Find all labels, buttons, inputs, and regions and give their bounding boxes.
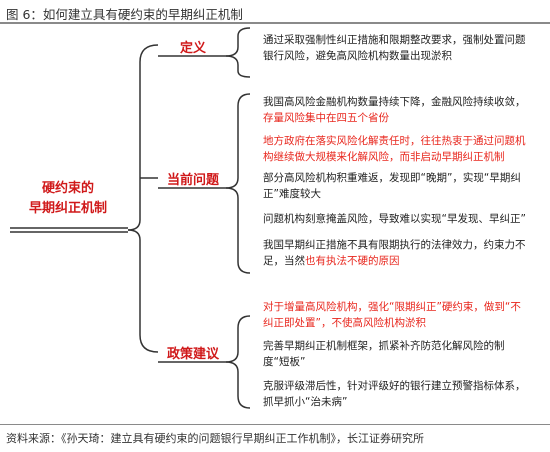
problem-item-5: 我国早期纠正措施不具有限期执行的法律效力，约束力不足，当然也有执法不硬的原因	[263, 237, 527, 269]
policy-item-2-text: 完善早期纠正机制框架，抓紧补齐防范化解风险的制度“短板”	[263, 340, 505, 368]
policy-item-3-text: 克服评级滞后性，针对评级好的银行建立预警指标体系，抓早抓小“治未病”	[263, 380, 526, 408]
category-definition: 定义	[179, 41, 206, 56]
problem-item-3: 部分高风险机构积重难返，发现即“晚期”，实现“早期纠正”难度较大	[263, 170, 527, 202]
source-note: 资料来源：《孙天琦：建立具有硬约束的问题银行早期纠正工作机制》，长江证券研究所	[6, 432, 424, 445]
problem-item-2: 地方政府在落实风险化解责任时，往往热衷于通过问题机构继续做大规模来化解风险，而非…	[263, 133, 527, 165]
definition-item-text: 通过采取强制性纠正措施和限期整改要求，强制处置问题银行风险，避免高风险机构数量出…	[263, 34, 526, 62]
problem-item-3-text: 部分高风险机构积重难返，发现即“晚期”，实现“早期纠正”难度较大	[263, 172, 521, 200]
problem-item-2-text: 地方政府在落实风险化解责任时，往往热衷于通过问题机构继续做大规模来化解风险，而非…	[263, 135, 526, 163]
problem-item-1-text: 我国高风险金融机构数量持续下降，金融风险持续收敛，	[263, 96, 526, 108]
problem-item-5-text: 我国早期纠正措施不具有限期执行的法律效力，约束力不足，当然	[263, 239, 526, 267]
category-policy-suggestions: 政策建议	[166, 347, 219, 362]
figure-title: 图 6：如何建立具有硬约束的早期纠正机制	[6, 7, 243, 22]
problem-item-4-text: 问题机构刻意掩盖风险，导致难以实现“早发现、早纠正”	[263, 213, 526, 225]
problem-item-1: 我国高风险金融机构数量持续下降，金融风险持续收敛， 存量风险集中在四五个省份	[263, 94, 527, 126]
root-line-2: 早期纠正机制	[28, 201, 107, 216]
policy-item-1: 对于增量高风险机构，强化“限期纠正”硬约束，做到“不纠正即处置”，不使高风险机构…	[263, 299, 527, 331]
category-current-problems: 当前问题	[166, 173, 219, 188]
definition-item: 通过采取强制性纠正措施和限期整改要求，强制处置问题银行风险，避免高风险机构数量出…	[263, 32, 527, 64]
policy-item-3: 克服评级滞后性，针对评级好的银行建立预警指标体系，抓早抓小“治未病”	[263, 378, 527, 410]
policy-item-1-text: 对于增量高风险机构，强化“限期纠正”硬约束，做到“不纠正即处置”，不使高风险机构…	[263, 301, 521, 329]
problem-item-1-highlight: 存量风险集中在四五个省份	[263, 112, 389, 124]
problem-item-5-highlight: 也有执法不硬的原因	[305, 255, 400, 267]
bottom-rule	[0, 424, 550, 425]
root-node: 硬约束的 早期纠正机制	[22, 179, 114, 219]
problem-item-4: 问题机构刻意掩盖风险，导致难以实现“早发现、早纠正”	[263, 211, 527, 227]
policy-item-2: 完善早期纠正机制框架，抓紧补齐防范化解风险的制度“短板”	[263, 338, 527, 370]
top-rule	[0, 22, 550, 24]
root-line-1: 硬约束的	[41, 181, 94, 196]
